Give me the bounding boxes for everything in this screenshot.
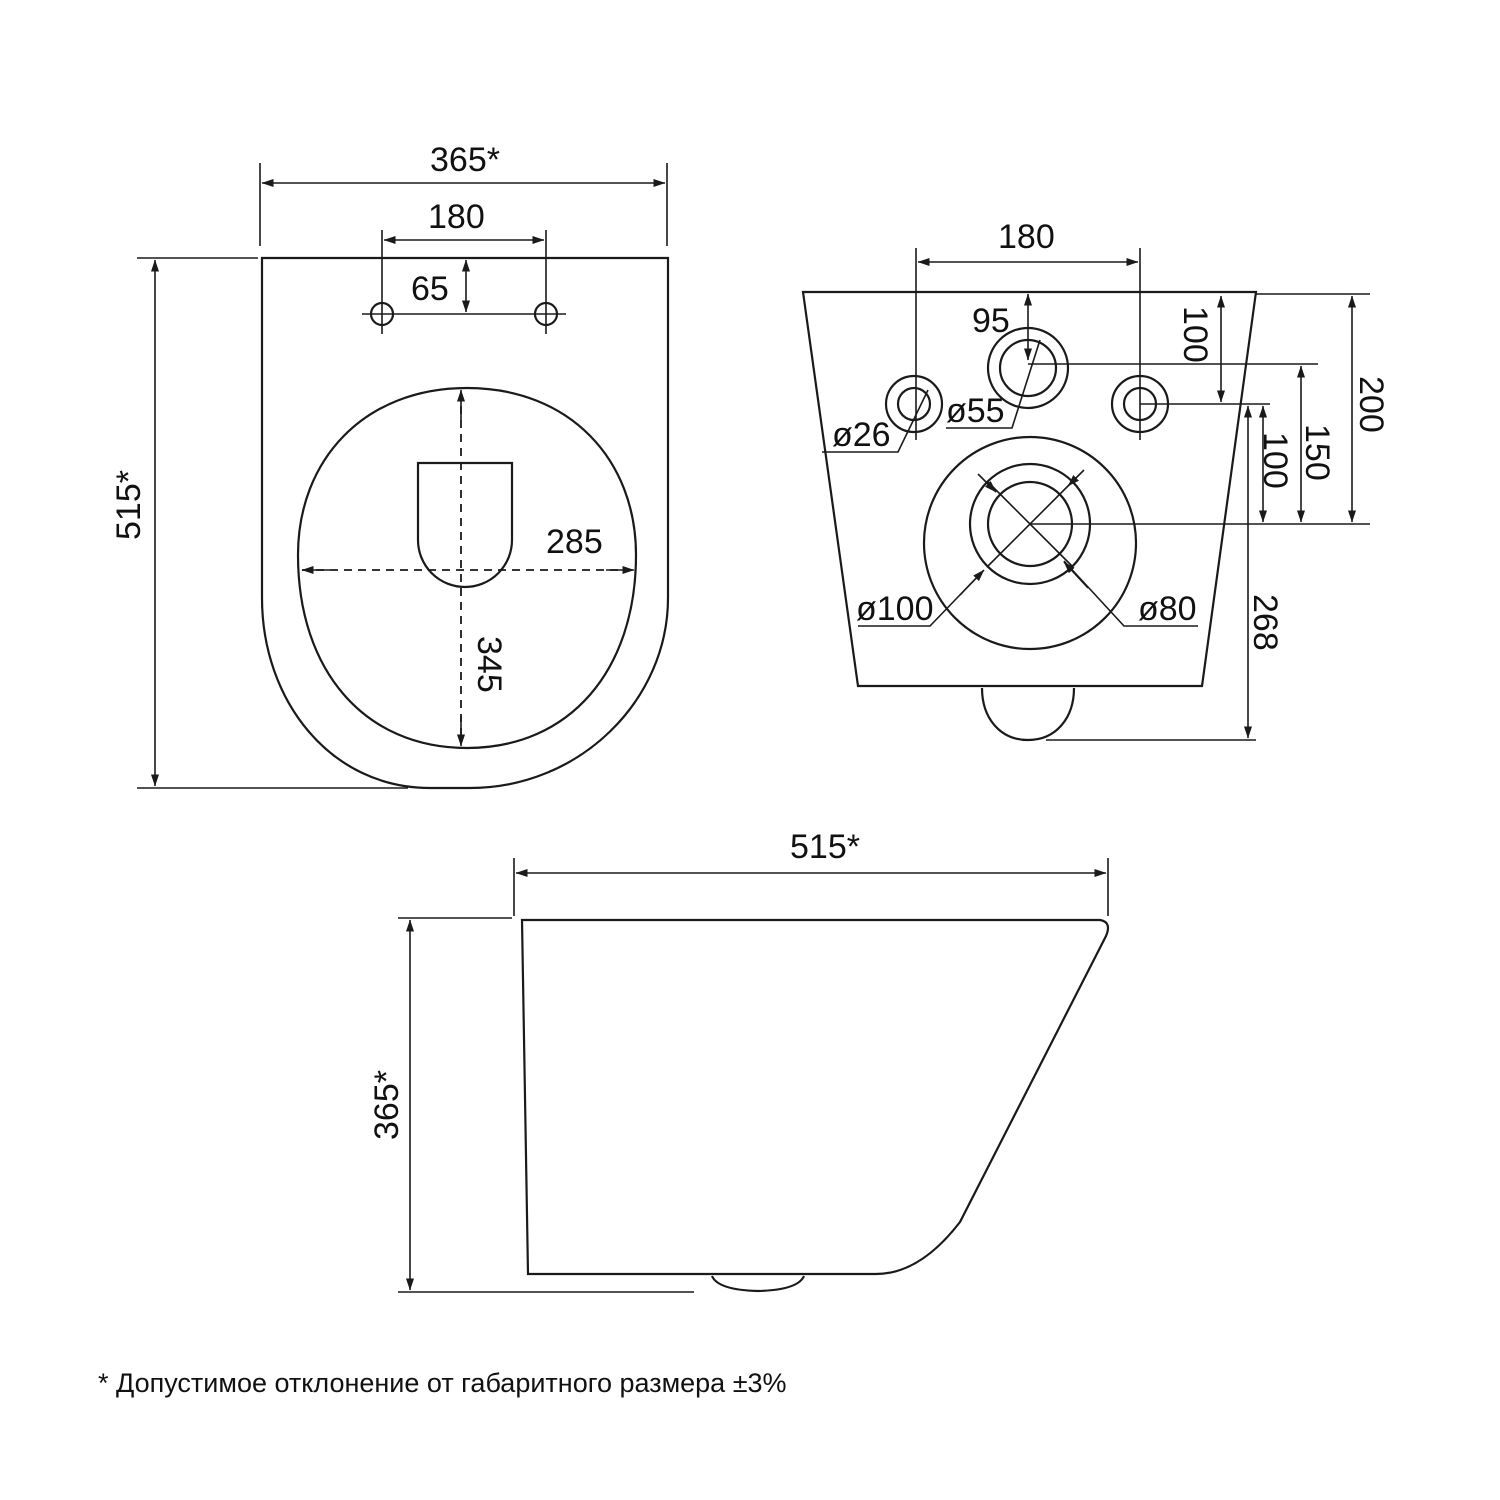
side-length-label: 515* bbox=[790, 828, 860, 866]
dim-150-label: 150 bbox=[1298, 424, 1336, 481]
dim-268-label: 268 bbox=[1246, 594, 1284, 651]
dim-200-label: 200 bbox=[1352, 376, 1390, 433]
hole-diameter-label: ø26 bbox=[832, 416, 891, 454]
hole-diameter-leader bbox=[822, 389, 929, 453]
outlet-arrow-tr bbox=[1067, 469, 1085, 487]
rear-holes-spacing-label: 180 bbox=[998, 218, 1055, 256]
outlet-inner-leader-arrow bbox=[1063, 561, 1089, 589]
top-view-outline bbox=[260, 256, 670, 790]
bowl-outline bbox=[296, 386, 638, 750]
overall-length-label: 515* bbox=[110, 470, 148, 540]
inlet-diameter-label: ø55 bbox=[946, 392, 1005, 430]
outlet-inner-diameter-label: ø80 bbox=[1138, 590, 1197, 628]
outlet-outer-diameter-label: ø100 bbox=[856, 590, 934, 628]
bowl-length-label: 345 bbox=[470, 636, 508, 693]
outlet-pipe bbox=[980, 687, 1076, 742]
side-view-outline bbox=[520, 918, 1110, 1276]
top-view: 285 345 180 65 365* 515* bbox=[110, 141, 670, 790]
inlet-offset-label: 95 bbox=[972, 302, 1010, 340]
outlet-arrow-tl bbox=[977, 473, 997, 493]
overall-width-label: 365* bbox=[430, 141, 500, 179]
rear-view: 180 95 ø26 ø55 ø100 ø80 100 100 150 200 … bbox=[801, 218, 1390, 742]
rear-view-outline bbox=[801, 290, 1258, 688]
tolerance-footnote: * Допустимое отклонение от габаритного р… bbox=[98, 1368, 787, 1398]
fixing-hole-left-inner bbox=[896, 386, 932, 422]
inlet-diameter-leader bbox=[946, 339, 1041, 429]
bowl-width-label: 285 bbox=[546, 523, 603, 561]
holes-offset-label: 65 bbox=[411, 270, 449, 308]
outlet-outer bbox=[922, 435, 1138, 651]
dim-100-side-label: 100 bbox=[1256, 432, 1294, 489]
outlet-outer-leader-arrow bbox=[959, 569, 985, 596]
dim-100-top-label: 100 bbox=[1176, 306, 1214, 363]
holes-spacing-label: 180 bbox=[428, 198, 485, 236]
fixing-hole-left-outer bbox=[884, 374, 944, 434]
drain-opening bbox=[416, 461, 514, 589]
side-view: 515* 365* bbox=[368, 828, 1110, 1293]
side-height-label: 365* bbox=[368, 1070, 406, 1140]
side-outlet-pipe bbox=[710, 1275, 806, 1293]
